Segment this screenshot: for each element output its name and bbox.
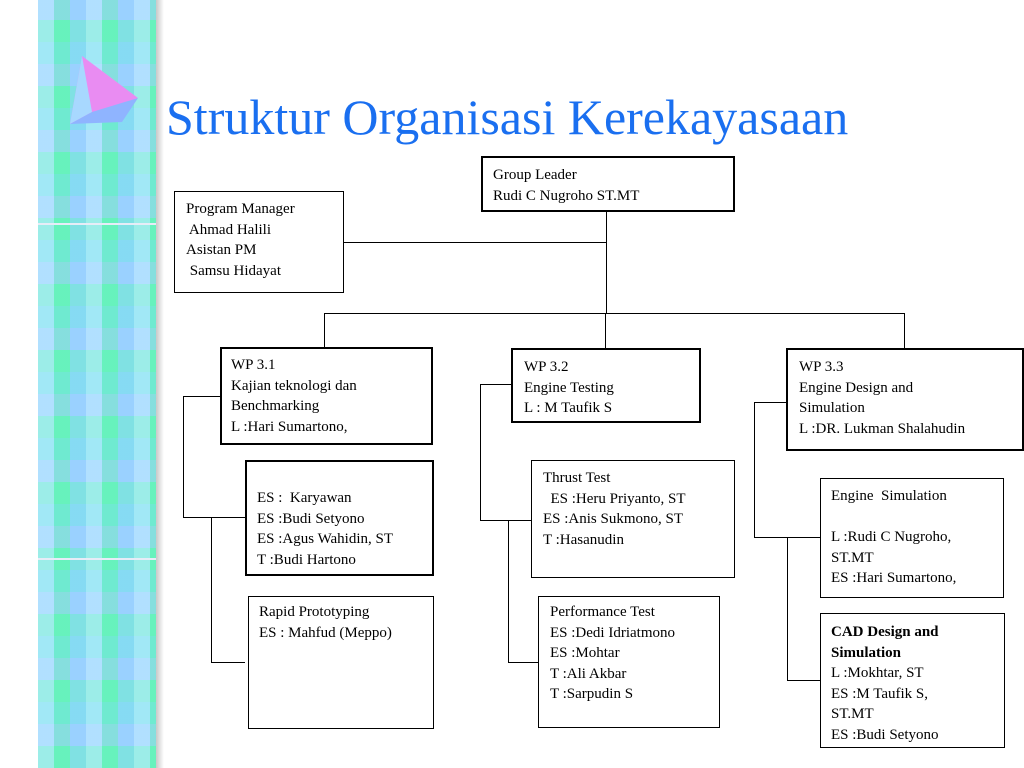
cad-design-title: CAD Design and Simulation	[831, 624, 939, 661]
connector	[183, 396, 220, 397]
program-manager-box: Program Manager Ahmad Halili Asistan PM …	[174, 191, 344, 293]
connector	[211, 662, 245, 663]
cad-design-box: CAD Design and Simulation L :Mokhtar, ST …	[820, 613, 1005, 748]
strip-shadow	[156, 0, 164, 768]
connector	[324, 313, 325, 347]
cad-design-body: L :Mokhtar, ST ES :M Taufik S, ST.MT ES …	[831, 665, 939, 743]
connector	[606, 211, 607, 314]
thrust-test-box: Thrust Test ES :Heru Priyanto, ST ES :An…	[531, 460, 735, 578]
connector	[480, 384, 481, 520]
connector	[787, 537, 788, 680]
decorative-side-strip	[38, 0, 156, 768]
connector	[211, 517, 212, 662]
connector	[605, 313, 606, 348]
connector	[480, 384, 511, 385]
group-leader-box: Group Leader Rudi C Nugroho ST.MT	[481, 156, 735, 212]
wp33-box: WP 3.3 Engine Design and Simulation L :D…	[786, 348, 1024, 451]
connector	[904, 313, 905, 348]
connector	[508, 520, 509, 662]
wp31-es-box: ES : Karyawan ES :Budi Setyono ES :Agus …	[245, 460, 434, 576]
connector	[754, 402, 786, 403]
wp32-box: WP 3.2 Engine Testing L : M Taufik S	[511, 348, 701, 423]
rapid-prototyping-box: Rapid Prototyping ES : Mahfud (Meppo)	[248, 596, 434, 729]
connector	[183, 396, 184, 517]
connector	[787, 680, 820, 681]
connector	[480, 520, 531, 521]
engine-simulation-box: Engine Simulation L :Rudi C Nugroho, ST.…	[820, 478, 1004, 598]
connector	[754, 402, 755, 537]
wp31-box: WP 3.1 Kajian teknologi dan Benchmarking…	[220, 347, 433, 445]
connector	[324, 313, 905, 314]
performance-test-box: Performance Test ES :Dedi Idriatmono ES …	[538, 596, 720, 728]
connector	[344, 242, 606, 243]
connector	[183, 517, 245, 518]
page-title: Struktur Organisasi Kerekayasaan	[166, 89, 849, 145]
connector	[508, 662, 538, 663]
triangle-bullet-icon	[70, 56, 138, 124]
